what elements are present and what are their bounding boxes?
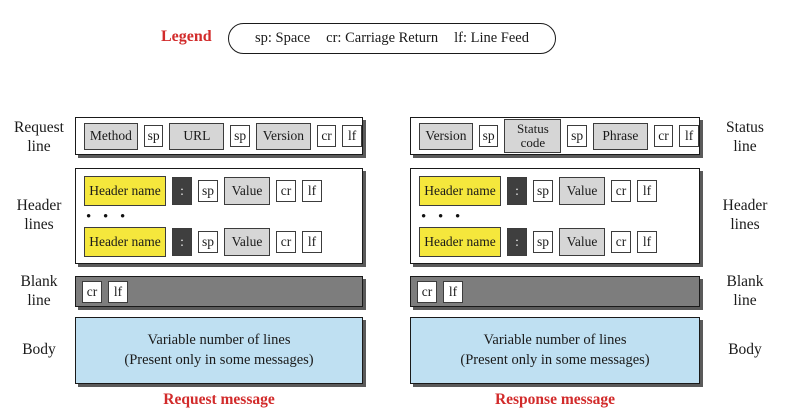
value-box: Value — [559, 228, 605, 256]
response-message-caption: Response message — [494, 391, 616, 408]
colon-box: : — [172, 228, 192, 256]
header-line-row: Header name : sp Value cr lf — [419, 227, 699, 257]
cr-box: cr — [276, 231, 296, 253]
response-blank-line-bar: cr lf — [410, 276, 700, 307]
lf-box: lf — [443, 280, 463, 303]
sp-box: sp — [143, 125, 164, 147]
label-status-line: Status line — [726, 119, 764, 155]
header-name-box: Header name — [84, 227, 166, 257]
status-line-box: Version sp Status code sp Phrase cr lf — [410, 117, 700, 155]
version-box: Version — [255, 122, 311, 150]
header-name-box: Header name — [419, 176, 501, 206]
sp-box: sp — [198, 231, 218, 253]
header-line-row: Header name : sp Value cr lf — [419, 176, 699, 206]
label-body-right: Body — [728, 341, 762, 358]
version-box: Version — [419, 122, 473, 150]
cr-box: cr — [611, 231, 631, 253]
value-box: Value — [559, 177, 605, 205]
lf-box: lf — [679, 125, 699, 147]
label-header-lines-right: Header lines — [722, 197, 768, 233]
header-line-row: Header name : sp Value cr lf — [84, 176, 362, 206]
response-body-box: Variable number of lines (Present only i… — [410, 317, 700, 384]
sp-box: sp — [533, 231, 553, 253]
request-header-lines-box: Header name : sp Value cr lf • • • Heade… — [75, 168, 363, 264]
cr-box: cr — [82, 280, 102, 303]
method-box: Method — [84, 122, 138, 150]
legend-item-lf: lf: Line Feed — [454, 30, 529, 46]
lf-box: lf — [637, 180, 657, 202]
lf-box: lf — [302, 180, 322, 202]
cr-box: cr — [276, 180, 296, 202]
value-box: Value — [224, 177, 270, 205]
colon-box: : — [507, 228, 527, 256]
lf-box: lf — [108, 280, 128, 303]
request-blank-line-bar: cr lf — [75, 276, 363, 307]
colon-box: : — [507, 177, 527, 205]
header-line-row: Header name : sp Value cr lf — [84, 227, 362, 257]
sp-box: sp — [533, 180, 553, 202]
legend-item-cr: cr: Carriage Return — [326, 30, 439, 46]
lf-box: lf — [302, 231, 322, 253]
lf-box: lf — [637, 231, 657, 253]
ellipsis-dots: • • • — [86, 208, 130, 225]
label-header-lines-left: Header lines — [16, 197, 62, 233]
sp-box: sp — [567, 125, 587, 147]
phrase-box: Phrase — [592, 122, 648, 150]
response-message-panel: Version sp Status code sp Phrase cr lf H… — [410, 117, 700, 409]
status-code-box: Status code — [504, 119, 562, 153]
cr-box: cr — [417, 280, 437, 303]
cr-box: cr — [653, 125, 674, 147]
cr-box: cr — [611, 180, 631, 202]
header-name-box: Header name — [419, 227, 501, 257]
label-body-left: Body — [22, 341, 56, 358]
value-box: Value — [224, 228, 270, 256]
label-request-line: Request line — [14, 119, 64, 155]
ellipsis-dots: • • • — [421, 208, 465, 225]
label-blank-line-left: Blank line — [20, 273, 58, 309]
sp-box: sp — [478, 125, 499, 147]
request-message-caption: Request message — [163, 391, 275, 408]
cr-box: cr — [316, 125, 337, 147]
url-box: URL — [169, 122, 225, 150]
label-blank-line-right: Blank line — [726, 273, 764, 309]
header-name-box: Header name — [84, 176, 166, 206]
legend-box: sp: Space cr: Carriage Return lf: Line F… — [228, 23, 556, 54]
lf-box: lf — [342, 125, 362, 147]
legend-title: Legend — [161, 28, 212, 45]
sp-box: sp — [230, 125, 250, 147]
response-header-lines-box: Header name : sp Value cr lf • • • Heade… — [410, 168, 700, 264]
sp-box: sp — [198, 180, 218, 202]
request-message-panel: Method sp URL sp Version cr lf Header na… — [75, 117, 363, 409]
request-body-box: Variable number of lines (Present only i… — [75, 317, 363, 384]
colon-box: : — [172, 177, 192, 205]
request-line-box: Method sp URL sp Version cr lf — [75, 117, 363, 155]
legend-item-sp: sp: Space — [255, 30, 311, 46]
